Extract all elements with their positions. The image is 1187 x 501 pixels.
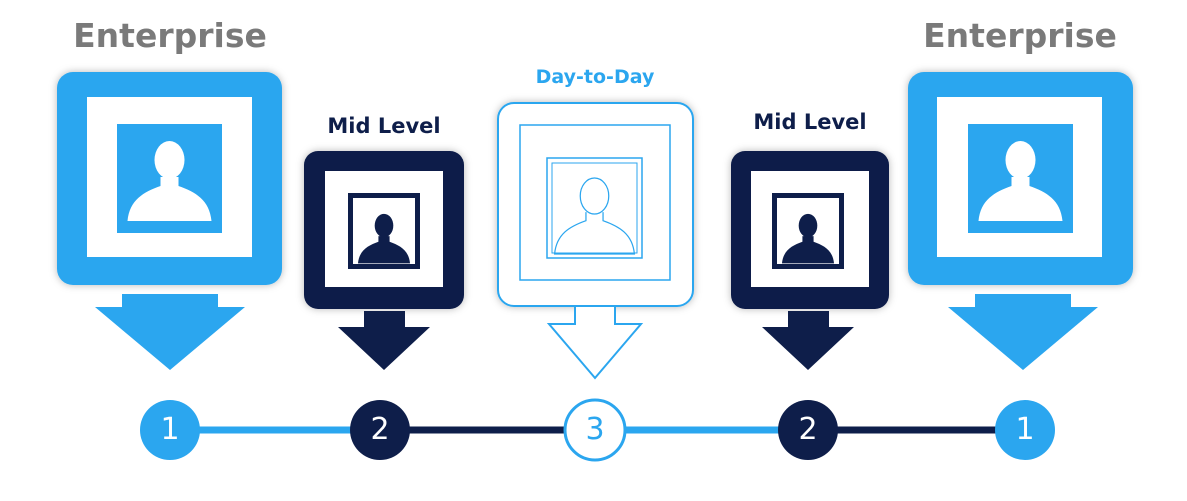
step-number-1: 1 [160,412,180,447]
photo-frame [546,157,643,259]
step-circle-3 [563,398,627,462]
person-outline-icon [553,177,636,255]
down-arrow [546,305,644,380]
step-circle-4 [778,400,838,460]
node-mid-level-right [731,151,889,370]
down-arrow [338,311,430,370]
step-circle-2 [350,400,410,460]
node-day-to-day [497,102,694,380]
step-circle-5 [995,400,1055,460]
step-number-4: 2 [798,412,818,447]
step-number-5: 1 [1015,412,1035,447]
down-arrow [762,311,854,370]
person-silhouette-icon [127,141,212,221]
step-number-2: 2 [370,412,390,447]
node-enterprise-left [57,72,282,370]
down-arrow [948,294,1098,370]
person-silhouette-icon [978,141,1063,221]
person-silhouette-icon [357,213,411,264]
label-enterprise-left: Enterprise [73,16,267,55]
step-circle-1 [140,400,200,460]
down-arrow [95,294,245,370]
step-number-3: 3 [585,412,605,447]
label-mid-level-left: Mid Level [327,114,441,138]
person-silhouette-icon [781,213,835,264]
label-mid-level-right: Mid Level [753,110,867,134]
node-enterprise-right [908,72,1133,370]
label-enterprise-right: Enterprise [923,16,1117,55]
label-day-to-day: Day-to-Day [535,66,655,88]
photo-frame-mat [551,162,638,254]
node-mid-level-left [304,151,464,370]
